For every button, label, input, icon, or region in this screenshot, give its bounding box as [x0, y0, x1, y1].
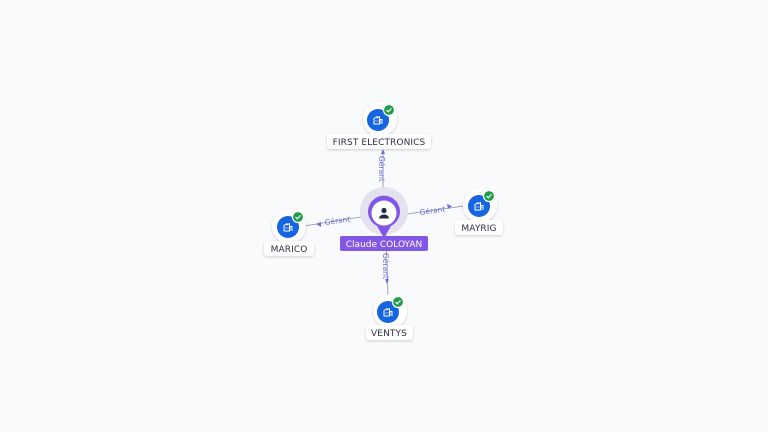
verified-check-icon	[482, 189, 496, 203]
edge-marico: Gérant	[303, 214, 368, 227]
node-label-box	[327, 134, 431, 149]
node-first-electronics[interactable]: FIRST ELECTRONICS	[327, 102, 431, 149]
node-marico[interactable]: MARICO	[264, 209, 314, 256]
node-person[interactable]: Claude COLOYAN	[340, 187, 428, 251]
company-building-icon	[468, 195, 490, 217]
person-label-box	[340, 236, 428, 251]
node-ventys[interactable]: VENTYS	[366, 294, 413, 340]
node-label-box	[366, 325, 413, 340]
edge-label: Gérant	[381, 253, 390, 279]
node-label-box	[264, 241, 314, 256]
node-label: VENTYS	[371, 329, 407, 339]
company-building-icon	[367, 109, 389, 131]
person-label: Claude COLOYAN	[346, 240, 422, 250]
edge-label: Gérant	[377, 156, 386, 182]
company-building-icon	[377, 301, 399, 323]
node-label-box	[455, 220, 503, 235]
verified-check-icon	[382, 103, 396, 117]
edge-label: Gérant	[324, 214, 351, 227]
company-building-icon	[277, 216, 299, 238]
node-mayrig[interactable]: MAYRIG	[455, 188, 503, 235]
arrow-head-icon	[381, 149, 385, 154]
arrow-head-icon	[316, 222, 321, 227]
node-label: MARICO	[271, 245, 308, 255]
node-label: FIRST ELECTRONICS	[333, 138, 426, 148]
arrow-head-icon	[385, 279, 389, 284]
verified-check-icon	[391, 295, 405, 309]
verified-check-icon	[291, 210, 305, 224]
node-label: MAYRIG	[461, 224, 496, 234]
person-icon	[379, 207, 389, 219]
edge-label: Gérant	[419, 204, 446, 217]
edge-mayrig: Gérant	[399, 204, 465, 217]
arrow-head-icon	[447, 204, 452, 209]
